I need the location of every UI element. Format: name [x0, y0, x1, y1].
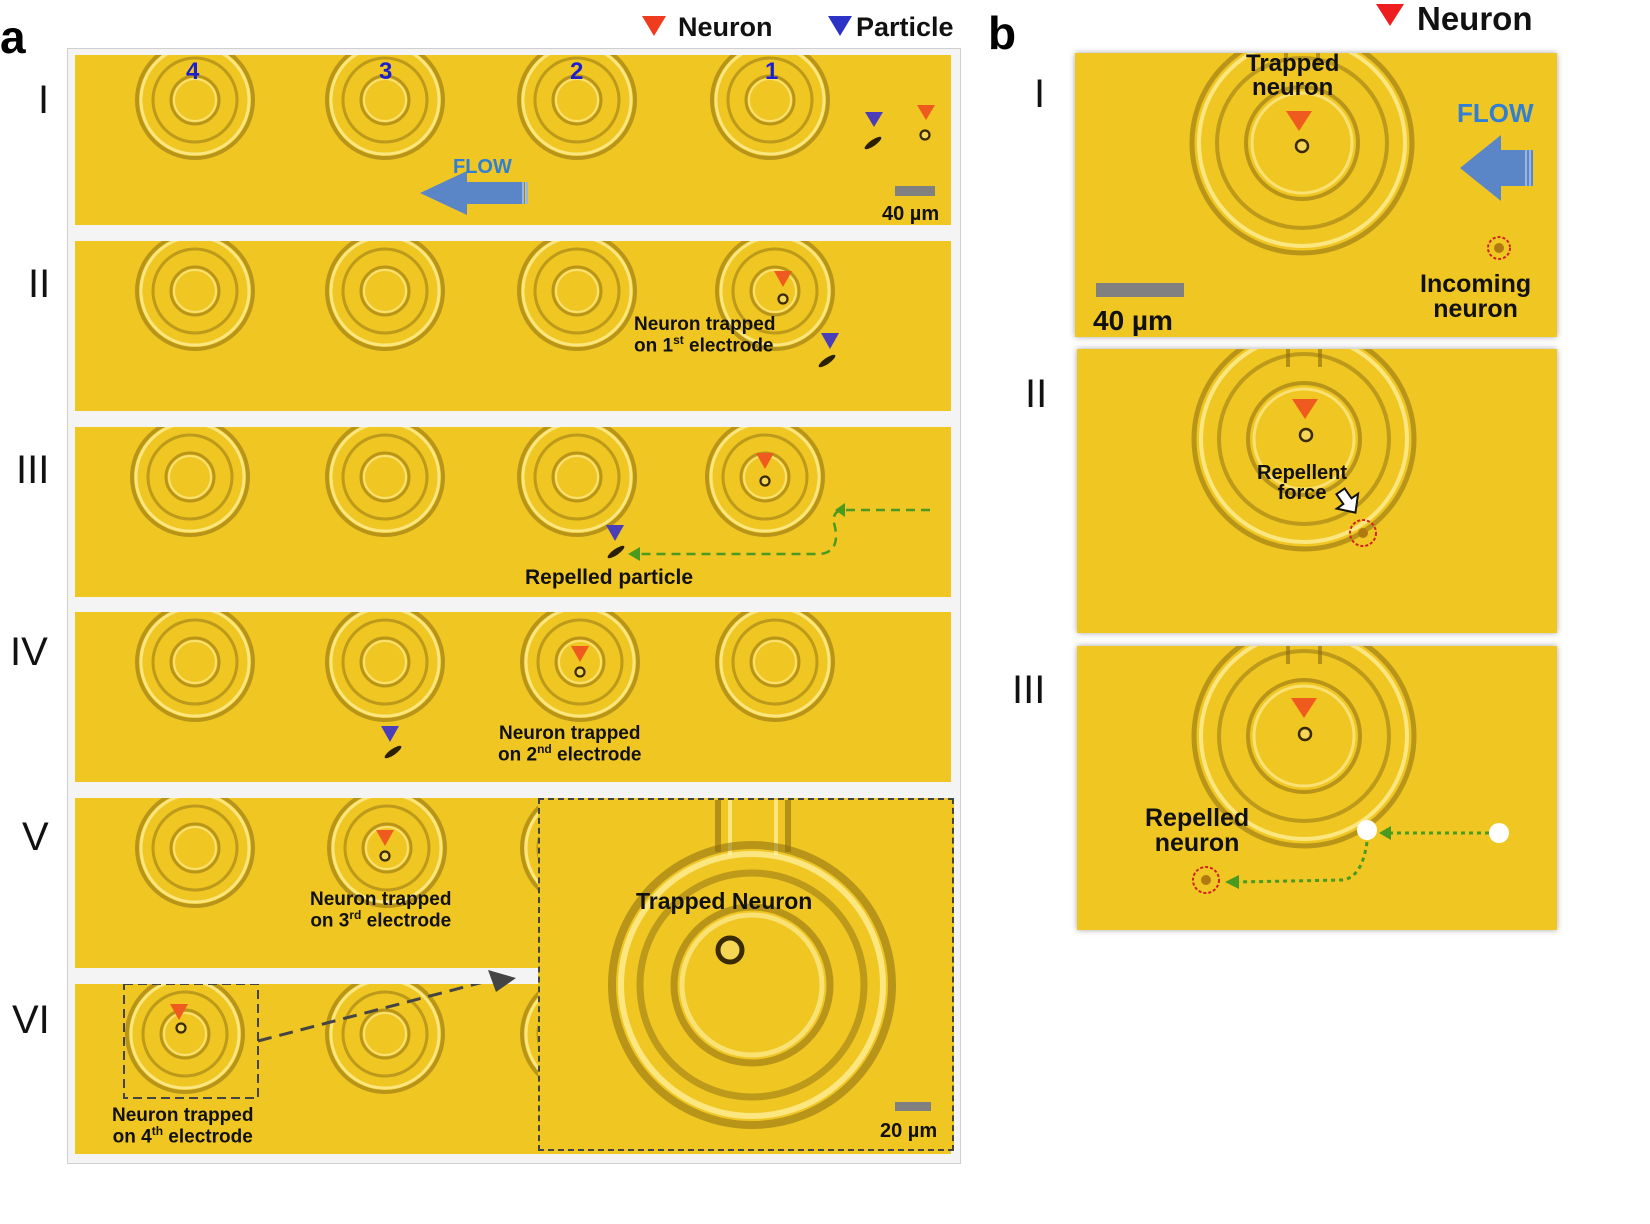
- scale-label-a: 40 µm: [882, 203, 940, 225]
- particle-legend-label: Particle: [856, 12, 954, 42]
- scale-bar-a: [895, 186, 935, 196]
- electrode-number-2: 2: [570, 58, 584, 85]
- flow-label-a: FLOW: [453, 156, 512, 178]
- neuron-legend-marker-b: [1376, 4, 1404, 26]
- electrode-number-1: 1: [765, 58, 779, 85]
- caption-neuron-trapped-2: Neuron trapped on 2nd electrode: [498, 723, 642, 766]
- row-label-II: II: [28, 262, 51, 306]
- panel-a-label: a: [0, 11, 26, 63]
- inset-scale-label: 20 µm: [880, 1120, 938, 1142]
- zoom-inset: [538, 798, 954, 1151]
- neuron-legend-label: Neuron: [678, 12, 773, 42]
- neuron-legend-label-b: Neuron: [1417, 0, 1533, 37]
- row-label-b-II: II: [1025, 372, 1048, 416]
- particle-legend-marker: [828, 16, 852, 36]
- scale-label-b: 40 µm: [1093, 305, 1173, 336]
- panel-b-label: b: [988, 7, 1017, 59]
- caption-neuron-trapped-3: Neuron trapped on 3rd electrode: [310, 889, 452, 932]
- row-label-IV: IV: [10, 630, 48, 674]
- micrograph-b-III: [1077, 646, 1557, 930]
- repellent-force-label: Repellent force: [1257, 462, 1348, 504]
- caption-repelled-particle: Repelled particle: [525, 566, 694, 589]
- row-label-VI: VI: [12, 998, 50, 1042]
- micrograph-row-I: [75, 55, 951, 225]
- electrode-number-3: 3: [379, 58, 393, 85]
- micrograph-b-II: [1077, 349, 1557, 633]
- flow-label-b: FLOW: [1457, 98, 1534, 128]
- row-label-b-III: III: [1012, 668, 1046, 712]
- row-label-I: I: [38, 78, 50, 122]
- row-label-b-I: I: [1034, 72, 1046, 116]
- inset-link-arrowhead: [488, 970, 516, 992]
- inset-scale-bar: [895, 1102, 931, 1111]
- micrograph-row-IV: [75, 612, 951, 782]
- incoming-neuron-label: Incoming neuron: [1420, 270, 1532, 323]
- scale-bar-b: [1096, 283, 1184, 297]
- electrode-number-4: 4: [186, 58, 200, 85]
- trapped-neuron-label-b: Trapped neuron: [1246, 50, 1340, 101]
- inset-caption: Trapped Neuron: [636, 888, 813, 914]
- caption-neuron-trapped-1: Neuron trapped on 1st electrode: [634, 314, 776, 357]
- micrograph-row-III: [75, 427, 951, 597]
- micrograph-row-II: [75, 241, 951, 411]
- repelled-neuron-label: Repelled neuron: [1145, 804, 1250, 857]
- neuron-legend-marker: [642, 16, 666, 36]
- row-label-V: V: [22, 815, 49, 859]
- caption-neuron-trapped-4: Neuron trapped on 4th electrode: [112, 1105, 254, 1148]
- row-label-III: III: [16, 448, 50, 492]
